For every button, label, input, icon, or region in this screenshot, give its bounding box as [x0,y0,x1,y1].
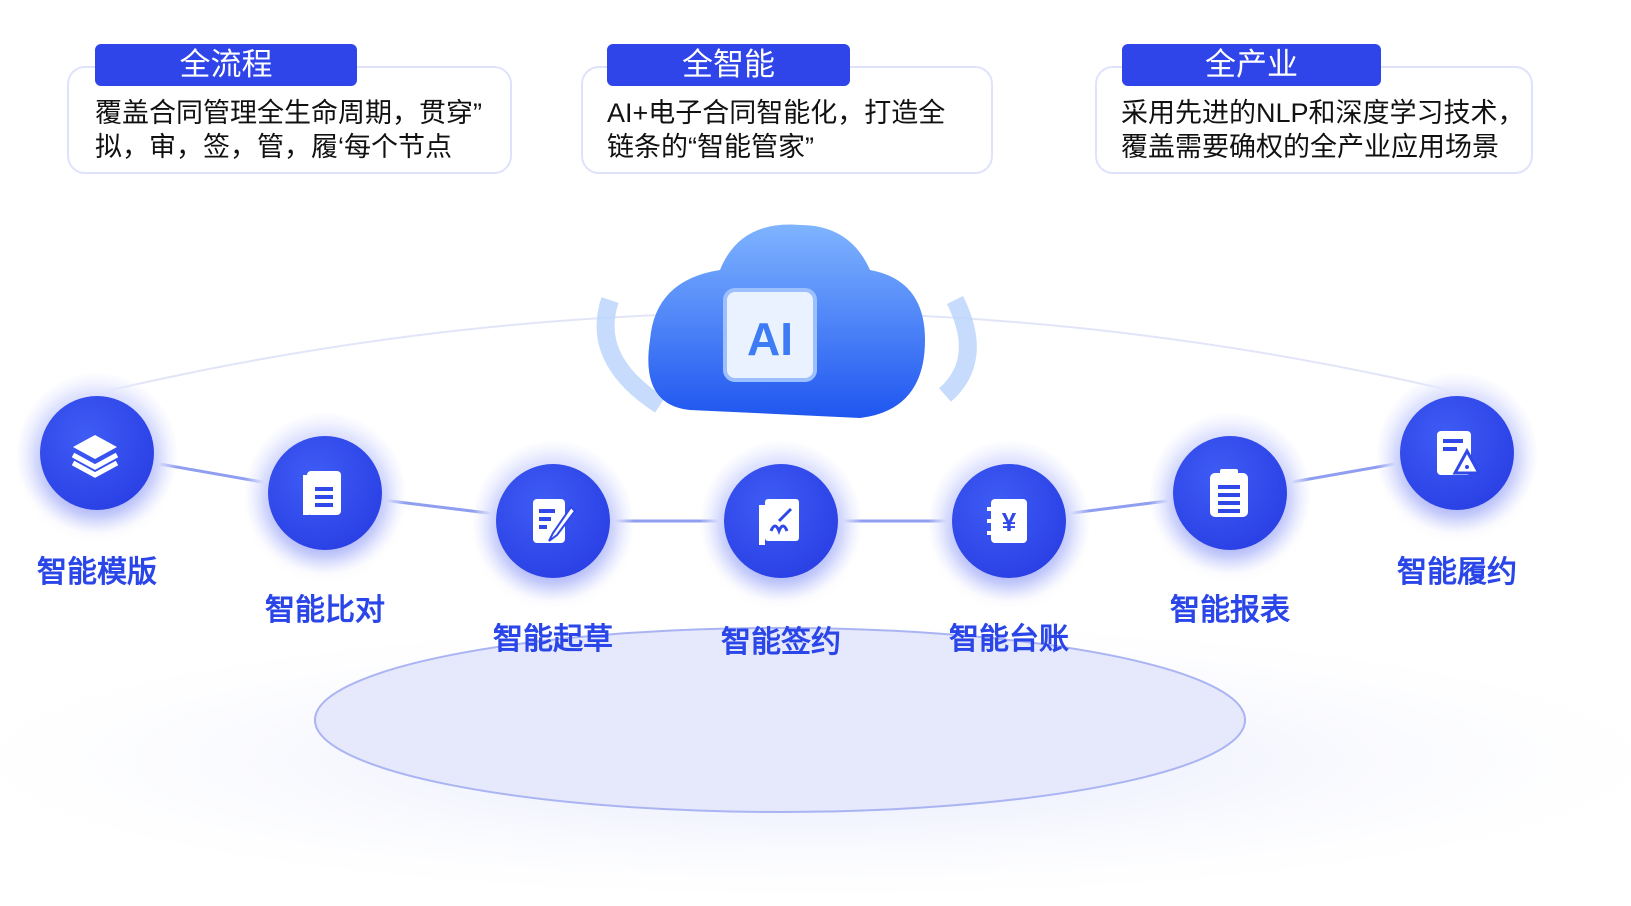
documents-icon [303,471,341,515]
platform-inner [314,627,1246,813]
node-circle[interactable] [1400,396,1514,510]
svg-text:¥: ¥ [1002,507,1017,537]
document-alert-icon [1437,431,1482,475]
node-circle[interactable] [1173,436,1287,550]
feature-node[interactable] [701,441,861,601]
feature-label: 智能签约 [721,626,841,659]
feature-label: 智能履约 [1397,556,1517,589]
feature-node[interactable] [1377,373,1537,533]
node-circle[interactable] [40,396,154,510]
signature-icon [759,499,799,545]
feature-label: 智能台账 [949,623,1069,656]
edit-document-icon [533,499,577,543]
svg-text:AI: AI [747,313,793,365]
feature-node[interactable] [1150,413,1310,573]
feature-label: 智能报表 [1170,594,1290,627]
cloud-ai-icon: AI [596,224,977,418]
desc-full-intelligence: AI+电子合同智能化，打造全 链条的“智能管家” [607,98,946,162]
ledger-yen-icon: ¥ [987,499,1027,543]
tag-full-industry: 全产业 [1122,44,1381,86]
feature-node[interactable] [17,373,177,533]
node-circle[interactable] [496,464,610,578]
node-circle[interactable]: ¥ [952,464,1066,578]
clipboard-icon [1210,469,1248,517]
desc-full-industry: 采用先进的NLP和深度学习技术， 覆盖需要确权的全产业应用场景 [1121,98,1525,162]
node-circle[interactable] [724,464,838,578]
feature-node[interactable]: ¥ [929,441,1089,601]
desc-full-process: 覆盖合同管理全生命周期，贯穿” 拟，审，签，管，履‘每个节点 [95,98,482,162]
layers-icon [71,435,119,478]
tag-full-process: 全流程 [95,44,357,86]
feature-label: 智能模版 [37,556,157,589]
feature-node[interactable] [245,413,405,573]
feature-label: 智能比对 [265,594,385,627]
tag-full-intelligence: 全智能 [607,44,850,86]
feature-node[interactable] [473,441,633,601]
node-circle[interactable] [268,436,382,550]
feature-label: 智能起草 [493,623,613,656]
